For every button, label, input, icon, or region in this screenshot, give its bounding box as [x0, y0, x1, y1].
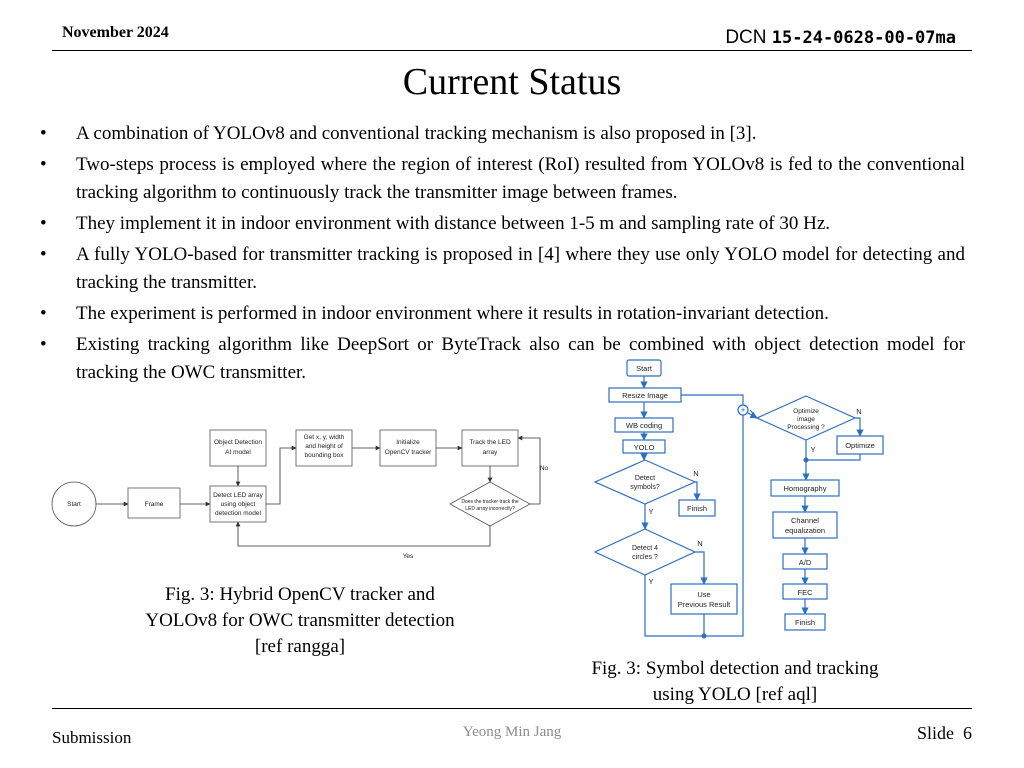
fig2-finish-label: Finish [687, 504, 707, 513]
fig1-led-label: Detect LED array [213, 492, 264, 499]
fig2-start-label: Start [636, 364, 653, 373]
fig2-use-previous-label: Previous Result [678, 600, 731, 609]
bullet-item: •Two-steps process is employed where the… [40, 151, 965, 207]
fig2-optimize-question-label: Processing ? [787, 424, 825, 431]
fig2-wb-label: WB coding [626, 421, 662, 430]
fig1-detect-node [209, 429, 267, 467]
fig1-frame-node [127, 487, 181, 519]
fig2-yolo-label: YOLO [634, 443, 655, 452]
header-dcn: DCN 15-24-0628-00-07ma [725, 27, 956, 49]
fig2-junction-dot [803, 457, 809, 463]
bullet-list: •A combination of YOLOv8 and conventiona… [40, 120, 965, 390]
fig1-detect-label: Object Detection [214, 439, 262, 446]
fig2-n-label: N [693, 469, 698, 478]
fig1-detect-label: AI model [225, 449, 251, 456]
bullet-item: •A combination of YOLOv8 and conventiona… [40, 120, 965, 148]
fig2-merge-plus-icon: + [740, 405, 745, 415]
fig1-start-label: Start [67, 501, 81, 508]
fig1-get-node [295, 429, 353, 467]
bullet-dot: • [40, 123, 47, 144]
fig1-caption: Fig. 3: Hybrid OpenCV tracker and YOLOv8… [145, 584, 455, 657]
fig1-yes-label: Yes [403, 553, 414, 560]
bullet-dot: • [40, 244, 47, 265]
fig2-homography-label: Homography [784, 484, 827, 493]
slide-title: Current Status [402, 61, 622, 103]
fig2-n-label: N [697, 539, 702, 548]
footer-author: Yeong Min Jang [462, 724, 562, 740]
fig1-get-label: Get x, y, width [304, 434, 345, 441]
slide-number: 6 [963, 723, 972, 743]
fig2-fec-label: FEC [798, 588, 814, 597]
bullet-dot: • [40, 334, 47, 355]
fig2-channel-label: equalization [785, 526, 825, 535]
bullet-dot: • [40, 213, 47, 234]
fig2-y-label: Y [648, 577, 653, 586]
fig1-get-label: and height of [305, 443, 343, 450]
dcn-number: 15-24-0628-00-07ma [771, 28, 956, 48]
fig1-track-label: array [483, 449, 499, 456]
fig1-init-label: OpenCV tracker [385, 449, 432, 456]
fig1-get-label: bounding box [304, 452, 344, 459]
fig1-frame-label: Frame [145, 501, 164, 508]
fig1-flowchart: Start Frame Object Detection AI model Ge… [51, 429, 549, 560]
bullet-item: •Existing tracking algorithm like DeepSo… [40, 331, 965, 387]
fig2-detect-circles-label: circles ? [632, 554, 658, 561]
fig2-n-label: N [856, 407, 861, 416]
footer-slide: Slide 6 [917, 723, 972, 744]
fig2-optimize-question-label: Optimize [793, 408, 819, 415]
fig2-finish2-label: Finish [795, 618, 815, 627]
fig2-caption: Fig. 3: Symbol detection and tracking us… [591, 658, 879, 705]
fig1-init-label: Initialize [396, 439, 420, 446]
fig1-no-label: No [540, 465, 549, 472]
bullet-item: •They implement it in indoor environment… [40, 210, 965, 238]
fig2-optimize-label: Optimize [845, 441, 875, 450]
slide-label: Slide [916, 723, 954, 743]
fig1-init-node [379, 429, 437, 467]
header-rule [52, 50, 972, 51]
fig2-detect-circles-node [593, 528, 697, 576]
fig2-y-label: Y [648, 507, 653, 516]
fig2-detect-symbols-label: symbols? [630, 484, 660, 491]
fig1-track-node [461, 429, 519, 467]
bullet-dot: • [40, 303, 47, 324]
fig2-use-previous-label: Use [697, 590, 710, 599]
fig1-led-label: using object [221, 501, 256, 508]
bullet-dot: • [40, 154, 47, 175]
fig2-detect-symbols-label: Detect [635, 475, 655, 482]
footer-rule [52, 708, 972, 709]
fig1-track-label: Track the LED [469, 439, 511, 446]
bullet-item: •The experiment is performed in indoor e… [40, 300, 965, 328]
dcn-prefix: DCN [725, 27, 767, 48]
fig2-y-label: Y [810, 445, 815, 454]
fig2-resize-label: Resize Image [622, 391, 668, 400]
bullet-item: •A fully YOLO-based for transmitter trac… [40, 241, 965, 297]
footer-submission: Submission [52, 728, 132, 747]
fig1-decision-label: Does the tracker track the [461, 499, 518, 505]
fig2-use-previous-node [670, 583, 738, 615]
fig1-led-label: detection model [215, 510, 261, 517]
fig2-detect-circles-label: Detect 4 [632, 545, 658, 552]
fig2-flowchart: + Start Resize Image WB coding YOLO Dete… [593, 359, 884, 639]
fig2-ad-label: A/D [799, 558, 812, 567]
fig1-led-node [209, 485, 267, 523]
fig2-merge-node [737, 404, 749, 416]
fig2-channel-label: Channel [791, 516, 819, 525]
fig2-detect-symbols-node [593, 459, 697, 505]
header-date: November 2024 [62, 24, 169, 41]
fig2-optimize-question-label: image [797, 416, 815, 423]
fig1-decision-label: LED array incorrectly? [465, 506, 515, 512]
fig2-junction-dot [701, 633, 707, 639]
